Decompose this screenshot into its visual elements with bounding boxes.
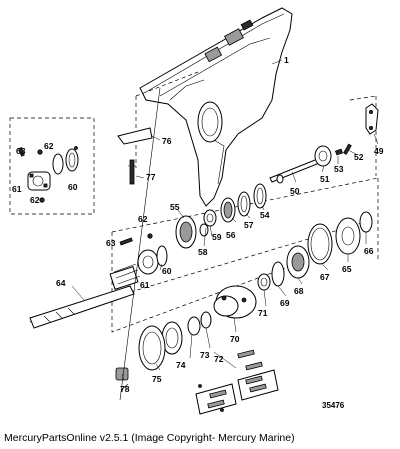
callout-63-inset: 63: [16, 146, 26, 156]
callout-72: 72: [214, 354, 224, 364]
callout-52: 52: [354, 152, 364, 162]
callout-53: 53: [334, 164, 344, 174]
callout-66: 66: [364, 246, 374, 256]
callout-57: 57: [244, 220, 254, 230]
callout-labels: 1 49 50 51 52 53 54 55 56 57 58 59 60 60…: [12, 55, 384, 410]
callout-49: 49: [374, 146, 384, 156]
propeller-shaft: [29, 233, 168, 329]
driveshaft-bearing-parts: [175, 183, 267, 249]
callout-1: 1: [284, 55, 289, 65]
callout-51: 51: [320, 174, 330, 184]
callout-69: 69: [280, 298, 290, 308]
forward-gear-parts: [213, 211, 373, 319]
callout-61: 61: [140, 280, 150, 290]
callout-67: 67: [320, 272, 330, 282]
image-caption: MercuryPartsOnline v2.5.1 (Image Copyrig…: [4, 432, 295, 444]
callout-59: 59: [212, 232, 222, 242]
callout-76: 76: [162, 136, 172, 146]
callout-62: 62: [138, 214, 148, 224]
callout-62-inset-bottom: 62: [30, 195, 40, 205]
callout-62-inset-top: 62: [44, 141, 54, 151]
leader-lines: [71, 59, 379, 381]
callout-56: 56: [226, 230, 236, 240]
callout-78: 78: [120, 384, 130, 394]
callout-74: 74: [176, 360, 186, 370]
reverse-gear-parts: [74, 87, 212, 401]
callout-55: 55: [170, 202, 180, 212]
callout-50: 50: [290, 186, 300, 196]
callout-70: 70: [230, 334, 240, 344]
callout-61-inset: 61: [12, 184, 22, 194]
callout-64: 64: [56, 278, 66, 288]
drawing-number: 35476: [322, 401, 345, 410]
callout-77: 77: [146, 172, 156, 182]
exploded-parts-diagram: 1 49 50 51 52 53 54 55 56 57 58 59 60 60…: [9, 7, 384, 415]
callout-65: 65: [342, 264, 352, 274]
upper-shift-parts: [269, 103, 379, 184]
inset-box: [9, 117, 95, 215]
callout-75: 75: [152, 374, 162, 384]
callout-58: 58: [198, 247, 208, 257]
callout-68: 68: [294, 286, 304, 296]
callout-63: 63: [106, 238, 116, 248]
gear-housing: [139, 7, 293, 207]
pin-kit: [195, 349, 279, 415]
callout-71: 71: [258, 308, 268, 318]
callout-60: 60: [162, 266, 172, 276]
callout-54: 54: [260, 210, 270, 220]
callout-73: 73: [200, 350, 210, 360]
inset-bearing-parts: [18, 147, 79, 203]
callout-60-inset: 60: [68, 182, 78, 192]
